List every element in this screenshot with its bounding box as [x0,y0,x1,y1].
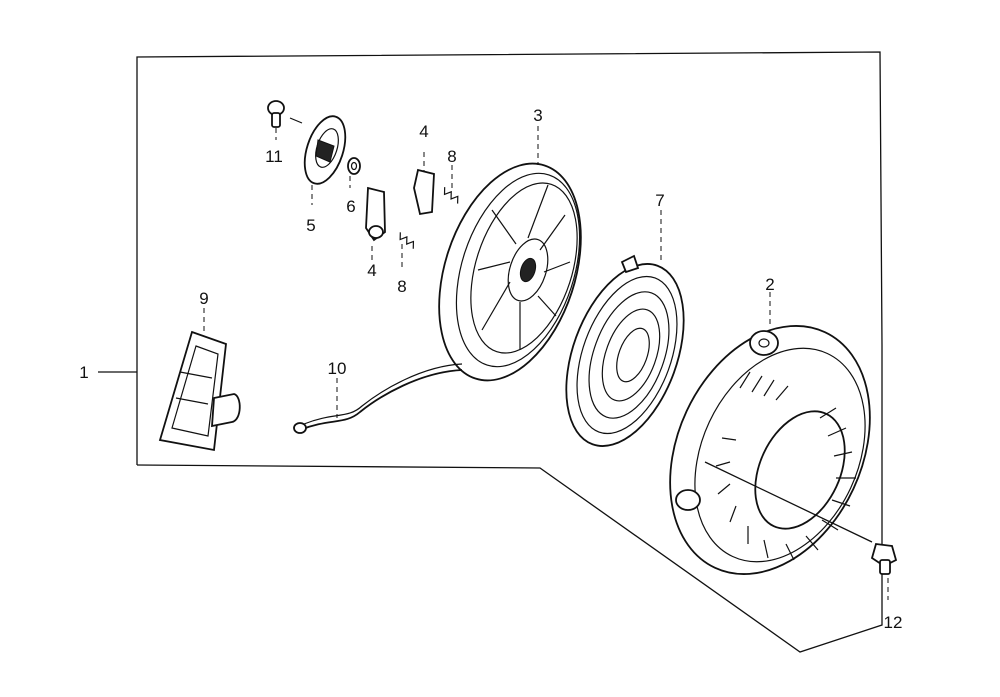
label-6: 6 [346,197,355,216]
part-rope [293,363,463,434]
part-spring-upper [443,187,459,204]
label-11: 11 [265,147,283,166]
callout-labels: 1 2 3 4 4 5 6 7 8 8 9 10 11 12 [79,106,902,632]
leader-lines [98,128,453,373]
part-ratchet-upper [413,152,435,216]
label-5: 5 [306,216,315,235]
label-9: 9 [199,289,208,308]
part-handle [158,308,241,452]
label-8-lower: 8 [397,277,406,296]
part-spiral-spring [565,210,685,447]
label-4-upper: 4 [419,122,428,141]
part-cover [669,292,873,575]
label-12: 12 [884,613,903,632]
label-8-upper: 8 [447,147,456,166]
label-10: 10 [328,359,347,378]
assembly-frame [136,51,883,653]
label-7: 7 [655,191,664,210]
label-1: 1 [79,363,88,382]
part-ratchet-lower [365,186,386,242]
part-screw [267,100,303,128]
part-bolt [870,543,898,600]
part-spring-lower [399,232,415,249]
label-2: 2 [765,275,774,294]
label-3: 3 [533,106,542,125]
label-4-lower: 4 [367,261,376,280]
part-guide [303,115,347,205]
part-reel [438,126,582,382]
part-washer [347,157,361,175]
